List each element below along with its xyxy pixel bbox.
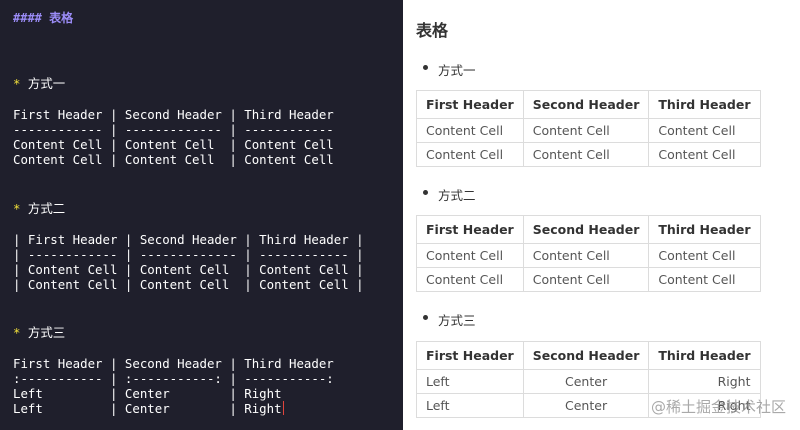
table-header-cell: First Header (416, 215, 524, 244)
table-cell: Content Cell (416, 142, 524, 167)
bullet-dot-icon (423, 65, 428, 70)
editor-code-line: :----------- | :-----------: | ---------… (13, 371, 334, 386)
table-row: Content Cell Content Cell Content Cell (416, 243, 761, 268)
markdown-editor[interactable]: #### 表格 * 方式一 First Header | Second Head… (0, 0, 403, 430)
table-row: Left Center Right (416, 393, 761, 418)
bullet-marker: * (13, 76, 21, 91)
editor-bullet-line-3: * 方式三 (13, 325, 65, 340)
editor-code-line: Left | Center | Right (13, 386, 282, 401)
editor-bullet-line-1: * 方式一 (13, 76, 65, 91)
table-cell: Content Cell (416, 243, 524, 268)
editor-code-line: ------------ | ------------- | ---------… (13, 122, 334, 137)
editor-code-line: | Content Cell | Content Cell | Content … (13, 277, 364, 292)
table-cell: Content Cell (648, 267, 761, 292)
table-header-row: First Header Second Header Third Header (416, 341, 761, 370)
table-header-cell: Second Header (522, 341, 650, 370)
editor-code-line: Content Cell | Content Cell | Content Ce… (13, 137, 334, 152)
table-cell: Content Cell (522, 243, 650, 268)
table-cell: Right (648, 369, 761, 394)
list-item-label: 方式三 (438, 313, 476, 328)
editor-code-text: Left | Center | Right (13, 401, 282, 416)
preview-table-1: First Header Second Header Third Header … (416, 90, 761, 167)
table-header-row: First Header Second Header Third Header (416, 215, 761, 244)
table-header-cell: Third Header (648, 215, 761, 244)
table-cell: Content Cell (522, 118, 650, 143)
editor-heading-line: #### 表格 (13, 11, 74, 25)
bullet-marker: * (13, 201, 21, 216)
markdown-preview: 表格 方式一 First Header Second Header Third … (403, 0, 800, 430)
table-header-row: First Header Second Header Third Header (416, 90, 761, 119)
table-header-cell: First Header (416, 90, 524, 119)
list-item-label: 方式二 (438, 188, 476, 203)
preview-table-2: First Header Second Header Third Header … (416, 215, 761, 292)
table-cell: Left (416, 369, 524, 394)
preview-table-3: First Header Second Header Third Header … (416, 341, 761, 418)
editor-bullet-text: 方式二 (20, 201, 66, 216)
editor-code-line: Content Cell | Content Cell | Content Ce… (13, 152, 334, 167)
preview-list-item: 方式三 (423, 310, 476, 329)
editor-code-line: | Content Cell | Content Cell | Content … (13, 262, 364, 277)
editor-code-line: | First Header | Second Header | Third H… (13, 232, 364, 247)
table-cell: Content Cell (648, 142, 761, 167)
table-row: Content Cell Content Cell Content Cell (416, 267, 761, 292)
table-header-cell: First Header (416, 341, 524, 370)
editor-bullet-text: 方式一 (20, 76, 66, 91)
list-item-label: 方式一 (438, 63, 476, 78)
table-cell: Content Cell (522, 267, 650, 292)
bullet-dot-icon (423, 190, 428, 195)
table-header-cell: Third Header (648, 90, 761, 119)
table-cell: Left (416, 393, 524, 418)
editor-bullet-text: 方式三 (20, 325, 66, 340)
text-cursor (282, 401, 285, 415)
preview-title: 表格 (416, 21, 449, 40)
table-cell: Content Cell (416, 267, 524, 292)
table-cell: Content Cell (416, 118, 524, 143)
table-row: Left Center Right (416, 369, 761, 394)
table-row: Content Cell Content Cell Content Cell (416, 118, 761, 143)
editor-code-line-last: Left | Center | Right (13, 401, 285, 416)
editor-bullet-line-2: * 方式二 (13, 201, 65, 216)
table-header-cell: Second Header (522, 215, 650, 244)
bullet-dot-icon (423, 315, 428, 320)
table-cell: Content Cell (522, 142, 650, 167)
table-cell: Center (522, 369, 650, 394)
table-header-cell: Second Header (522, 90, 650, 119)
table-row: Content Cell Content Cell Content Cell (416, 142, 761, 167)
editor-code-line: | ------------ | ------------- | -------… (13, 247, 364, 262)
table-cell: Center (522, 393, 650, 418)
editor-code-line: First Header | Second Header | Third Hea… (13, 107, 334, 122)
preview-list-item: 方式二 (423, 185, 476, 204)
bullet-marker: * (13, 325, 21, 340)
editor-code-line: First Header | Second Header | Third Hea… (13, 356, 334, 371)
table-header-cell: Third Header (648, 341, 761, 370)
preview-list-item: 方式一 (423, 60, 476, 79)
table-cell: Content Cell (648, 243, 761, 268)
table-cell: Right (648, 393, 761, 418)
table-cell: Content Cell (648, 118, 761, 143)
